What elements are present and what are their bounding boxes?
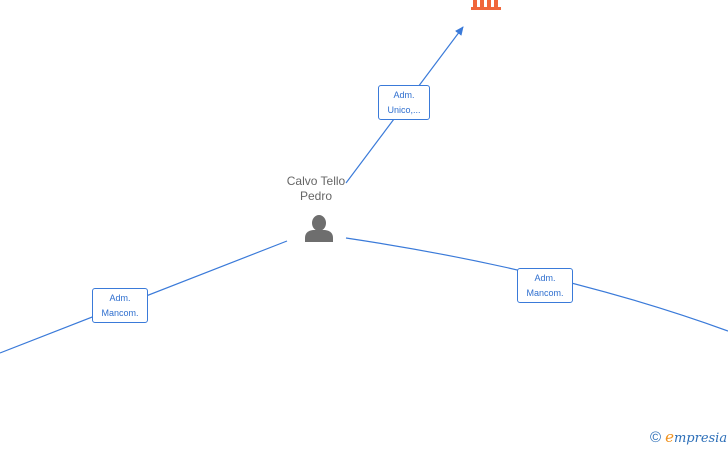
person-name-line2: Pedro — [299, 189, 333, 203]
copyright-icon: © — [650, 429, 662, 446]
person-icon — [305, 215, 333, 242]
building-icon — [471, 0, 501, 10]
company-node[interactable] — [471, 0, 501, 10]
edge-label-line1: Adm. — [534, 273, 556, 283]
brand-first-letter: e — [665, 428, 674, 446]
brand-wordmark: empresia — [665, 428, 727, 448]
edge-label-lower-left[interactable]: Adm. Mancom. — [92, 288, 148, 323]
brand-logo[interactable]: © empresia — [650, 428, 727, 448]
edge-label-line2: Unico,... — [387, 105, 421, 115]
edge-label-company[interactable]: Adm. Unico,... — [378, 85, 430, 120]
edge-label-line2: Mancom. — [101, 308, 139, 318]
person-name[interactable]: Calvo Tello Pedro — [266, 174, 366, 204]
person-name-line1: Calvo Tello — [286, 174, 346, 188]
edge-label-line1: Adm. — [393, 90, 415, 100]
brand-rest: mpresia — [673, 431, 728, 446]
edge-label-right[interactable]: Adm. Mancom. — [517, 268, 573, 303]
person-node[interactable] — [305, 215, 333, 242]
edge-label-line1: Adm. — [109, 293, 131, 303]
edge-label-line2: Mancom. — [526, 288, 564, 298]
